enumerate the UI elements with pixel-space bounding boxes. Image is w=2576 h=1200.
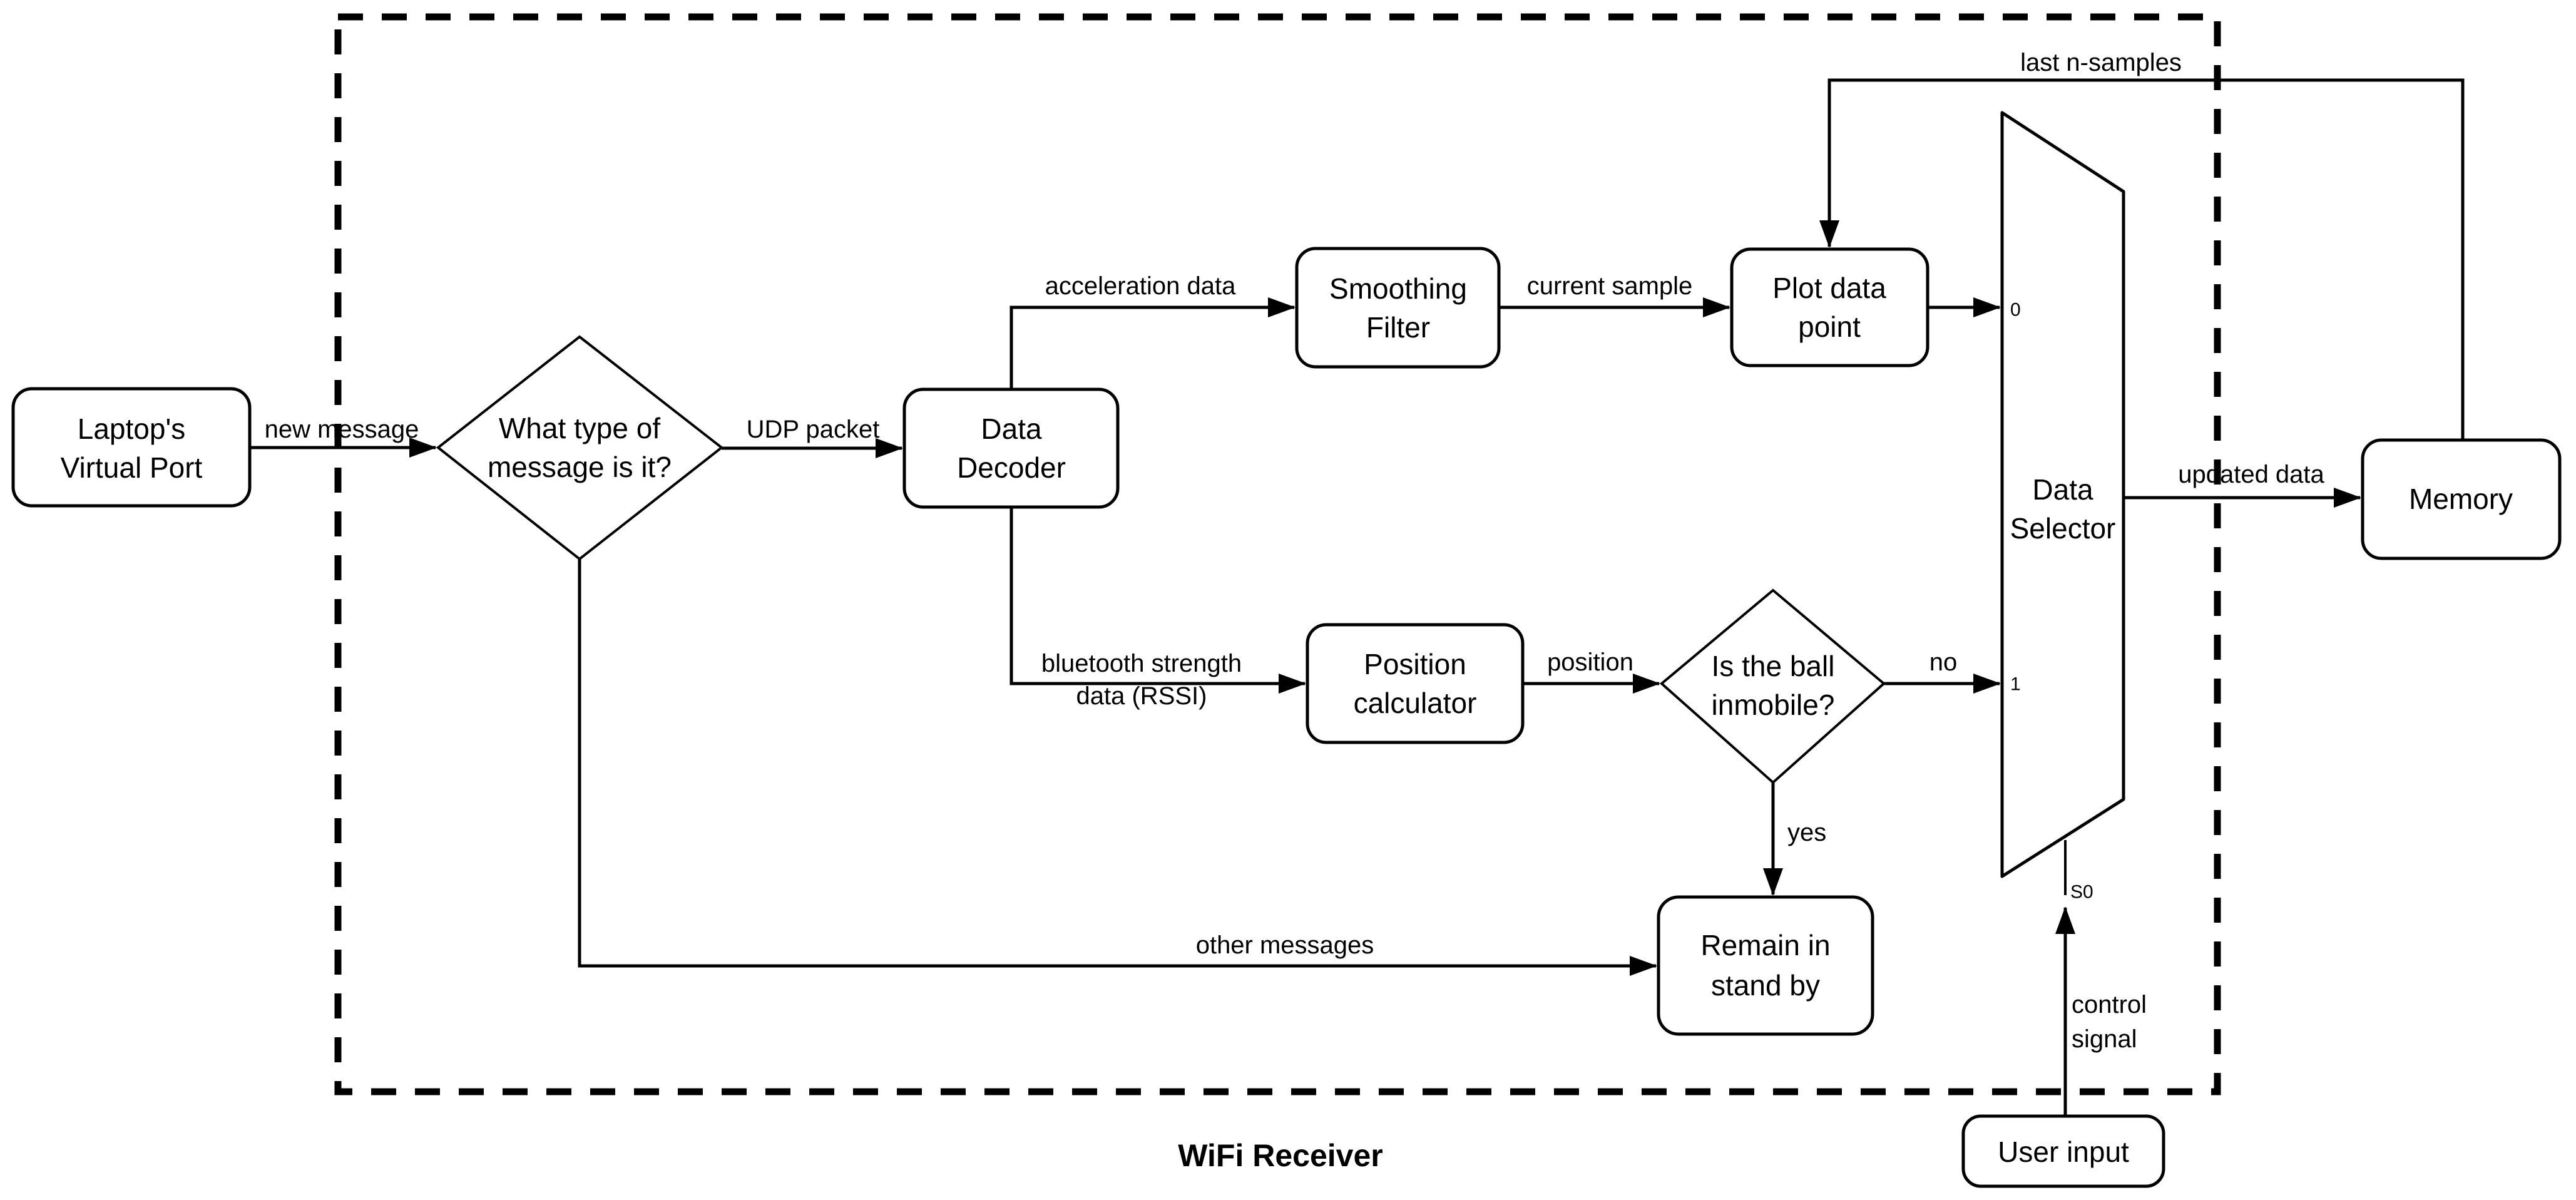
node-data-decoder: Data Decoder: [902, 387, 1120, 509]
edge-label-yes: yes: [1787, 819, 1826, 846]
node-label: What type of: [499, 412, 660, 444]
node-label: Virtual Port: [61, 451, 203, 484]
edge-last-n-samples: [1819, 78, 2465, 440]
node-label: Filter: [1366, 311, 1430, 344]
edge-acceleration-data: [1009, 297, 1296, 389]
node-user-input: User input: [1961, 1114, 2165, 1188]
node-smoothing-filter: Smoothing Filter: [1295, 247, 1501, 369]
selector-port-1: 1: [2010, 674, 2021, 695]
node-data-selector: Data Selector 0 1 S0: [2000, 111, 2125, 903]
node-position-calculator: Position calculator: [1306, 623, 1525, 744]
boundary-caption: WiFi Receiver: [1178, 1138, 1383, 1173]
edge-bluetooth-data: [1009, 507, 1306, 694]
edge-label-position: position: [1547, 649, 1633, 676]
edge-label-bluetooth-line2: data (RSSI): [1076, 682, 1207, 710]
node-plot-data-point: Plot data point: [1730, 247, 1929, 367]
node-laptop-virtual-port: Laptop's Virtual Port: [11, 387, 252, 508]
node-message-type-decision: What type of message is it?: [436, 335, 724, 561]
node-label: Laptop's: [78, 413, 185, 445]
node-label: Data: [981, 413, 1042, 445]
node-label: inmobile?: [1712, 689, 1835, 721]
selector-port-0: 0: [2010, 300, 2021, 321]
node-label: stand by: [1711, 969, 1820, 1002]
wifi-receiver-boundary: [334, 13, 2221, 1095]
node-label: point: [1798, 310, 1861, 343]
edge-label-bluetooth-line1: bluetooth strength: [1041, 650, 1242, 677]
node-label: Memory: [2409, 483, 2513, 515]
node-label: User input: [1998, 1136, 2129, 1168]
node-label: Plot data: [1772, 272, 1886, 304]
node-label: Smoothing: [1329, 272, 1467, 305]
selector-port-s0: S0: [2070, 882, 2093, 903]
edge-label-control-line1: control: [2072, 991, 2147, 1018]
node-label: Selector: [2010, 512, 2116, 545]
edge-other-messages: [578, 559, 1657, 976]
edge-label-no: no: [1929, 649, 1958, 676]
edge-label-udp-packet: UDP packet: [747, 416, 880, 443]
node-remain-standby: Remain in stand by: [1657, 895, 1874, 1036]
node-label: Data: [2032, 473, 2093, 506]
node-label: Is the ball: [1712, 650, 1835, 682]
node-label: Decoder: [957, 451, 1066, 484]
edge-label-acceleration-data: acceleration data: [1045, 272, 1236, 300]
node-label: calculator: [1354, 687, 1477, 719]
node-ball-immobile-decision: Is the ball inmobile?: [1659, 588, 1886, 784]
edge-label-other-messages: other messages: [1196, 931, 1374, 959]
edge-label-new-message: new message: [265, 416, 419, 443]
edge-label-last-n-samples: last n-samples: [2020, 49, 2182, 76]
node-label: Position: [1364, 648, 1466, 680]
node-label: message is it?: [488, 451, 672, 483]
edge-label-control-line2: signal: [2072, 1025, 2137, 1053]
edge-label-updated-data: updated data: [2178, 461, 2324, 488]
edge-label-current-sample: current sample: [1527, 272, 1693, 300]
node-memory: Memory: [2361, 438, 2562, 560]
node-label: Remain in: [1700, 929, 1830, 962]
